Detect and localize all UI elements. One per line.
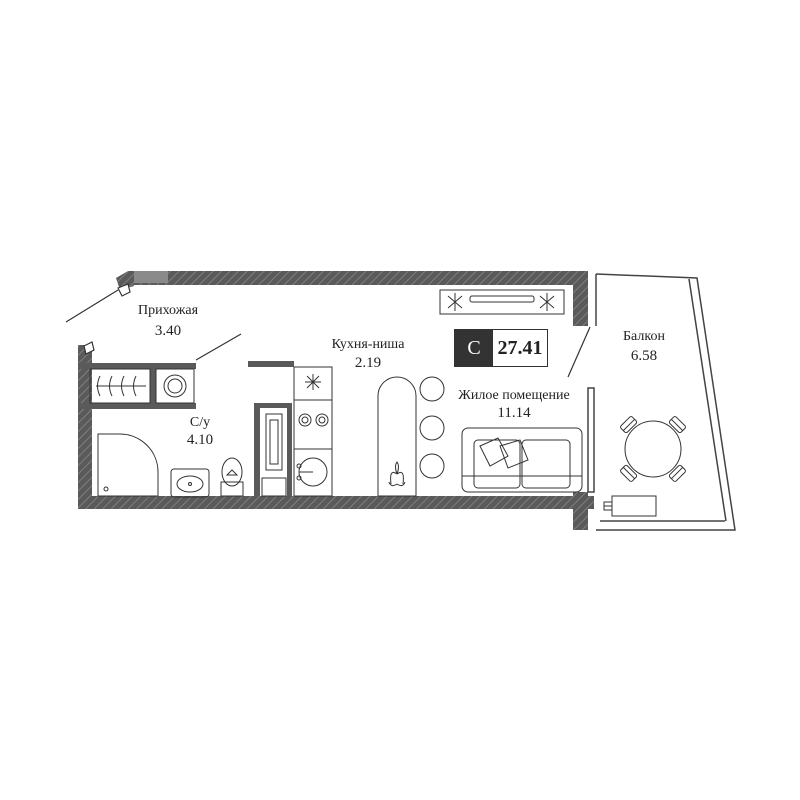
tv-plant-left-icon	[447, 293, 463, 311]
apartment-type-label: С	[455, 330, 493, 366]
washing-machine-drum-icon	[163, 374, 187, 398]
right-wall-lower	[573, 492, 588, 530]
wardrobe	[89, 368, 151, 404]
bathroom-door	[195, 333, 242, 361]
entrance-door	[65, 289, 119, 323]
sofa-cushion-2	[499, 439, 529, 469]
balcony-name: Балкон	[623, 329, 665, 344]
toilet-seat-icon	[225, 469, 239, 476]
hallway-name: Прихожая	[137, 303, 199, 318]
balcony-cabinet	[611, 495, 657, 517]
hallway-furniture	[89, 368, 195, 404]
sofa-seat-left	[473, 439, 521, 489]
sink	[170, 468, 210, 498]
hall-storage-bottom	[78, 403, 196, 409]
washing-machine	[155, 368, 195, 404]
kitchen-partition-top	[248, 361, 294, 367]
tv-stand	[439, 289, 565, 315]
bar-table	[377, 376, 445, 497]
sink-drain-icon	[188, 482, 192, 486]
riser-wall	[260, 403, 290, 408]
balcony-chair-2	[668, 416, 686, 434]
stove-burner-right-inner-icon	[318, 416, 326, 424]
hall-storage-divider	[150, 369, 156, 403]
sink-basin-icon	[176, 475, 204, 493]
entrance-door-hinge	[117, 283, 131, 297]
apartment-summary-badge: С 27.41	[454, 329, 548, 367]
kitchen-fixtures	[293, 366, 333, 497]
balcony-chair-3	[668, 464, 686, 482]
balcony-door-frame	[587, 387, 595, 493]
balcony-furniture	[603, 416, 686, 517]
riser-pipe	[269, 419, 279, 465]
bar-counter	[377, 376, 417, 497]
bar-stool-1	[419, 376, 445, 402]
bath-kitchen-wall	[254, 403, 260, 496]
hangers-icon	[96, 375, 146, 397]
right-wall-upper	[573, 271, 588, 326]
bottom-wall	[78, 496, 594, 509]
balcony-chair-1	[620, 416, 638, 434]
balcony-table	[624, 420, 682, 478]
bar-stool-2	[419, 415, 445, 441]
living-furniture	[439, 289, 583, 493]
kitchen-name: Кухня-ниша	[331, 337, 405, 352]
kitchen-counter	[293, 366, 333, 497]
bathroom-fixtures	[97, 413, 287, 498]
bathroom-area: 4.10	[186, 432, 214, 448]
living-name: Жилое помещение	[458, 388, 570, 403]
sofa-cushion-1	[479, 437, 509, 467]
shower-drain-icon	[103, 486, 109, 492]
sofa-seat-right	[521, 439, 571, 489]
stove-burner-right-icon	[315, 413, 329, 427]
stove-burner-left-icon	[298, 413, 312, 427]
balcony-cabinet-handle	[603, 501, 613, 511]
fridge-snowflake-icon	[305, 374, 321, 390]
toilet-bowl-icon	[221, 457, 243, 487]
riser-box	[265, 413, 283, 471]
bathroom-door-hinge	[83, 341, 95, 355]
toilet-tank	[220, 481, 244, 497]
riser-right-wall	[287, 403, 292, 496]
balcony-area: 6.58	[630, 348, 658, 364]
riser-bottom	[261, 477, 287, 497]
hall-storage-wall	[78, 363, 196, 369]
balcony-door	[567, 326, 591, 378]
hallway-area: 3.40	[154, 323, 182, 339]
doors	[65, 283, 591, 378]
washing-machine-inner-icon	[167, 378, 183, 394]
left-wall	[78, 355, 92, 509]
top-wall-left-notch	[116, 271, 134, 290]
balcony	[587, 273, 736, 531]
bathroom-name: С/у	[189, 415, 211, 430]
stove-burner-left-inner-icon	[301, 416, 309, 424]
bar-stool-3	[419, 453, 445, 479]
plant-icon	[388, 461, 406, 487]
shower-tray	[97, 433, 159, 497]
interior-walls	[78, 361, 294, 496]
top-wall	[128, 271, 588, 285]
tv-plant-right-icon	[539, 293, 555, 311]
total-area-value: 27.41	[497, 336, 543, 359]
tv-screen	[469, 295, 535, 303]
sofa-frame	[461, 427, 583, 493]
top-wall-left-segment	[134, 271, 168, 283]
balcony-railing	[595, 273, 736, 531]
living-area: 11.14	[497, 405, 531, 421]
exterior-walls	[78, 271, 594, 530]
balcony-chair-4	[620, 464, 638, 482]
kitchen-area: 2.19	[354, 355, 382, 371]
balcony-right-inner	[688, 278, 727, 522]
